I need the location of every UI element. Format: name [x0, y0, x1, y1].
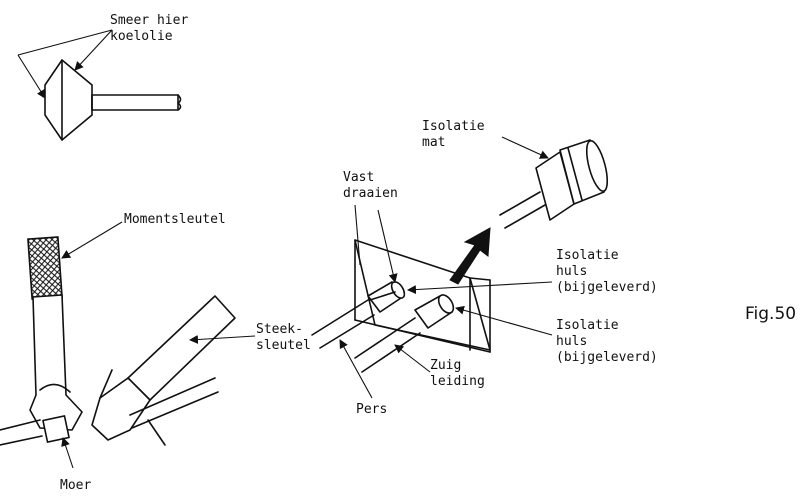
label-zuig-line2: leiding — [430, 374, 485, 389]
label-steek-line2: sleutel — [256, 338, 311, 353]
label-isolatie-huls-2: Isolatie huls (bijgeleverd) — [556, 318, 658, 366]
label-vast-line2: draaien — [343, 186, 398, 201]
label-huls2-line2: huls — [556, 334, 588, 349]
label-smeer-line2: koelolie — [110, 29, 173, 44]
label-moer: Moer — [60, 478, 92, 493]
label-huls1-line2: huls — [556, 264, 588, 279]
flare-fitting-drawing — [44, 59, 182, 141]
center-leader-lines — [339, 136, 553, 399]
label-zuig-line1: Zuig — [430, 358, 462, 373]
label-huls2-line1: Isolatie — [556, 318, 619, 333]
label-isolatie-mat-line2: mat — [422, 135, 446, 150]
label-isolatie-mat: Isolatie mat — [422, 119, 485, 151]
pipes-center-drawing — [311, 281, 455, 373]
label-steeksleutel: Steek- sleutel — [256, 322, 311, 354]
label-pers: Pers — [356, 402, 388, 417]
smeer-leader-lines — [17, 29, 113, 99]
label-momentsleutel: Momentsleutel — [124, 212, 226, 227]
figure-number: Fig.50 — [745, 304, 797, 324]
direction-arrow — [449, 227, 491, 285]
wall-box-drawing — [354, 239, 491, 353]
label-isolatie-huls-1: Isolatie huls (bijgeleverd) — [556, 248, 658, 296]
label-steek-line1: Steek- — [256, 322, 303, 337]
label-huls1-line3: (bijgeleverd) — [556, 280, 658, 295]
open-end-wrench-drawing — [91, 295, 236, 441]
label-smeer-line1: Smeer hier — [110, 13, 189, 28]
label-huls2-line3: (bijgeleverd) — [556, 350, 658, 365]
insulated-fitting-drawing — [499, 139, 609, 229]
label-smeer-hier: Smeer hier koelolie — [110, 13, 188, 45]
wrench-leader-lines — [61, 221, 256, 469]
label-vast-draaien: Vast draaien — [343, 170, 398, 202]
label-vast-line1: Vast — [343, 170, 375, 185]
torque-wrench-drawing — [27, 236, 83, 431]
label-huls1-line1: Isolatie — [556, 248, 619, 263]
pipe-left-drawing — [0, 377, 219, 446]
label-zuig-leiding: Zuig leiding — [430, 358, 485, 390]
label-isolatie-mat-line1: Isolatie — [422, 119, 485, 134]
